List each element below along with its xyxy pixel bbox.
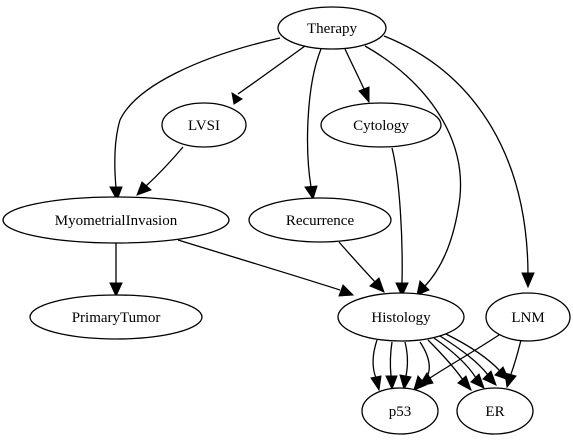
- edge-histology-er-c: [439, 335, 497, 386]
- edge-lvsi-myometrial: [136, 146, 184, 196]
- node-p53[interactable]: p53: [361, 387, 439, 435]
- edge-therapy-histology: [364, 45, 462, 296]
- edge-myometrial-histology: [177, 239, 355, 297]
- edge-histology-er-b: [433, 337, 485, 389]
- node-cytology[interactable]: Cytology: [320, 102, 442, 148]
- node-label: p53: [389, 404, 412, 420]
- edge-therapy-lvsi: [231, 45, 306, 105]
- node-label: LNM: [511, 310, 544, 326]
- node-myometrial-invasion[interactable]: MyometrialInvasion: [2, 196, 230, 244]
- node-lnm[interactable]: LNM: [485, 292, 571, 342]
- edge-therapy-lnm: [383, 35, 535, 289]
- edges: [109, 35, 535, 392]
- node-histology[interactable]: Histology: [337, 292, 465, 342]
- node-recurrence[interactable]: Recurrence: [248, 197, 392, 243]
- node-lvsi[interactable]: LVSI: [161, 102, 247, 148]
- edge-cytology-histology: [391, 147, 409, 298]
- node-label: ER: [485, 404, 504, 420]
- node-primary-tumor[interactable]: PrimaryTumor: [29, 294, 203, 340]
- edge-lnm-er: [504, 339, 522, 389]
- node-label: Therapy: [307, 21, 357, 37]
- node-label: MyometrialInvasion: [55, 213, 178, 229]
- node-label: Cytology: [353, 118, 409, 134]
- nodes: Therapy LVSI Cytology MyometrialInvasion…: [2, 6, 571, 435]
- node-therapy[interactable]: Therapy: [277, 6, 387, 50]
- edge-lnm-p53: [417, 332, 503, 387]
- node-label: Recurrence: [286, 213, 355, 229]
- edge-therapy-myometrial: [109, 37, 281, 202]
- edge-therapy-recurrence: [304, 48, 322, 201]
- node-label: Histology: [371, 310, 431, 326]
- node-label: PrimaryTumor: [72, 310, 161, 326]
- edge-histology-er-d: [445, 333, 510, 381]
- edge-histology-p53-a: [370, 339, 382, 392]
- edge-myometrial-primary: [109, 243, 123, 298]
- edge-histology-p53-c: [399, 341, 412, 391]
- edge-histology-p53-b: [385, 341, 398, 391]
- edge-recurrence-histology: [338, 241, 385, 293]
- edge-histology-er-a: [427, 339, 472, 392]
- node-label: LVSI: [188, 118, 220, 134]
- edge-therapy-cytology: [344, 48, 370, 104]
- node-er[interactable]: ER: [456, 387, 534, 435]
